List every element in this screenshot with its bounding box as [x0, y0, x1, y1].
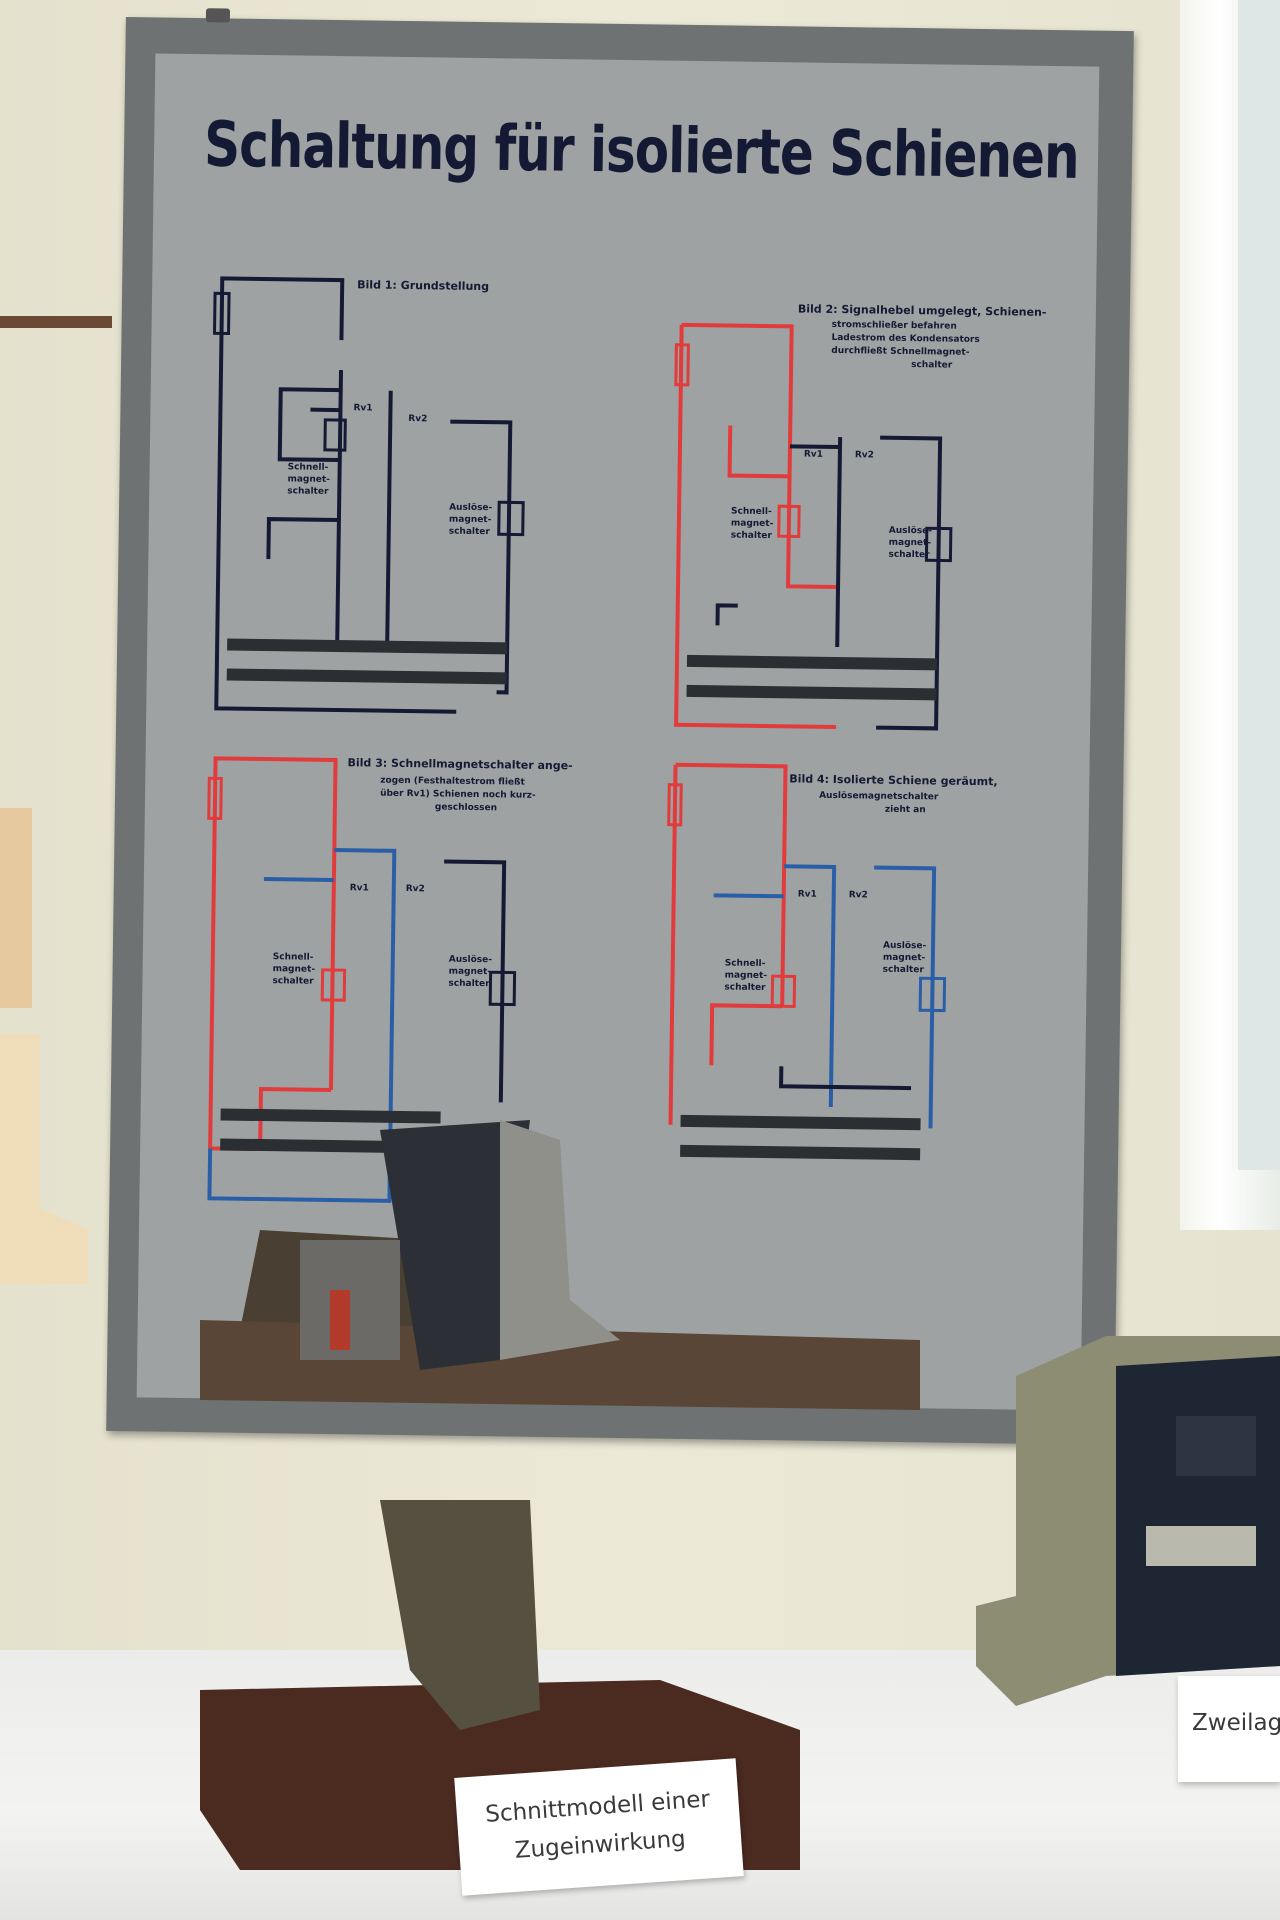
panel-1: Bild 1: Grundstellung Rv1 Rv2 Schnell- m…	[212, 276, 525, 714]
panel-2-rv2: Rv2	[855, 450, 874, 460]
panel-1-caption: Bild 1: Grundstellung	[357, 278, 489, 293]
panel-3-schnell-1: Schnell-	[273, 952, 314, 963]
exhibit-label-line-2: Zugeinwirkung	[514, 1826, 687, 1864]
panel-4-ausloese-3: schalter	[883, 965, 925, 976]
panel-1-ausloese-3: schalter	[449, 527, 491, 538]
panel-1-ausloese-2: magnet-	[449, 515, 492, 526]
panel-2-line-4: schalter	[911, 360, 953, 371]
panel-2: Bild 2: Signalhebel umgelegt, Schienen- …	[674, 302, 1047, 731]
panel-3-ausloese-2: magnet-	[449, 967, 492, 978]
panel-4-caption: Bild 4: Isolierte Schiene geräumt,	[789, 772, 997, 788]
panel-2-ausloese-1: Auslöse-	[889, 526, 933, 537]
panel-2-caption: Bild 2: Signalhebel umgelegt, Schienen-	[798, 302, 1047, 318]
circuit-poster: Schaltung für isolierte Schienen Bild 1:…	[106, 8, 1134, 1445]
panel-1-rv1: Rv1	[353, 403, 372, 413]
panel-1-schnell-3: schalter	[287, 486, 329, 497]
circuit-diagrams: Bild 1: Grundstellung Rv1 Rv2 Schnell- m…	[207, 276, 1047, 1203]
panel-3-ausloese-1: Auslöse-	[449, 955, 493, 966]
panel-1-schnell-1: Schnell-	[288, 462, 329, 473]
panel-4-line-1: Auslösemagnetschalter	[819, 791, 939, 803]
panel-3-line-2: über Rv1) Schienen noch kurz-	[380, 789, 536, 801]
panel-2-line-3: durchfließt Schnellmagnet-	[831, 346, 970, 358]
panel-1-rv2: Rv2	[408, 414, 427, 424]
wooden-block	[0, 808, 32, 1008]
panel-3-rv2: Rv2	[406, 884, 425, 894]
panel-2-rv1: Rv1	[804, 450, 823, 460]
panel-1-ausloese-1: Auslöse-	[449, 503, 493, 514]
panel-3-rv1: Rv1	[350, 883, 369, 893]
panel-4-line-2: zieht an	[885, 805, 926, 816]
panel-2-line-1: stromschließer befahren	[832, 320, 957, 332]
panel-2-schnell-2: magnet-	[731, 519, 774, 530]
panel-4-schnell-2: magnet-	[725, 970, 768, 981]
panel-4-ausloese-1: Auslöse-	[883, 941, 927, 952]
panel-2-schnell-1: Schnell-	[731, 507, 772, 518]
panel-3-schnell-3: schalter	[272, 976, 314, 987]
panel-3-ausloese-3: schalter	[448, 979, 490, 990]
panel-3-schnell-2: magnet-	[273, 964, 316, 975]
panel-3-line-3: geschlossen	[435, 802, 497, 813]
panel-2-line-2: Ladestrom des Kondensators	[831, 333, 979, 345]
window-frame	[1232, 0, 1280, 1170]
panel-4-rv2: Rv2	[849, 890, 868, 900]
panel-4-schnell-3: schalter	[724, 982, 766, 993]
panel-4: Bild 4: Isolierte Schiene geräumt, Auslö…	[667, 762, 998, 1161]
panel-4-ausloese-2: magnet-	[883, 953, 926, 964]
panel-3-caption: Bild 3: Schnellmagnetschalter ange-	[347, 756, 572, 772]
side-label-text: Zweilag	[1192, 1710, 1280, 1736]
exhibit-label-line-1: Schnittmodell einer	[484, 1786, 711, 1828]
cutaway-model	[200, 1120, 920, 1870]
panel-2-schnell-3: schalter	[731, 531, 773, 542]
panel-4-rv1: Rv1	[798, 889, 817, 899]
panel-1-schnell-2: magnet-	[287, 474, 330, 485]
relay-device	[976, 1336, 1280, 1706]
wall-shelf	[0, 316, 112, 328]
exhibit-label-card: Schnittmodell einer Zugeinwirkung	[454, 1758, 744, 1896]
side-label-card: Zweilag	[1178, 1676, 1280, 1782]
panel-3-line-1: zogen (Festhaltestrom fließt	[380, 776, 525, 788]
panel-2-ausloese-2: magnet-	[889, 538, 932, 549]
panel-4-schnell-1: Schnell-	[725, 958, 766, 969]
panel-3: Bild 3: Schnellmagnetschalter ange- zoge…	[207, 756, 573, 1203]
panel-2-ausloese-3: schalter	[888, 550, 930, 561]
